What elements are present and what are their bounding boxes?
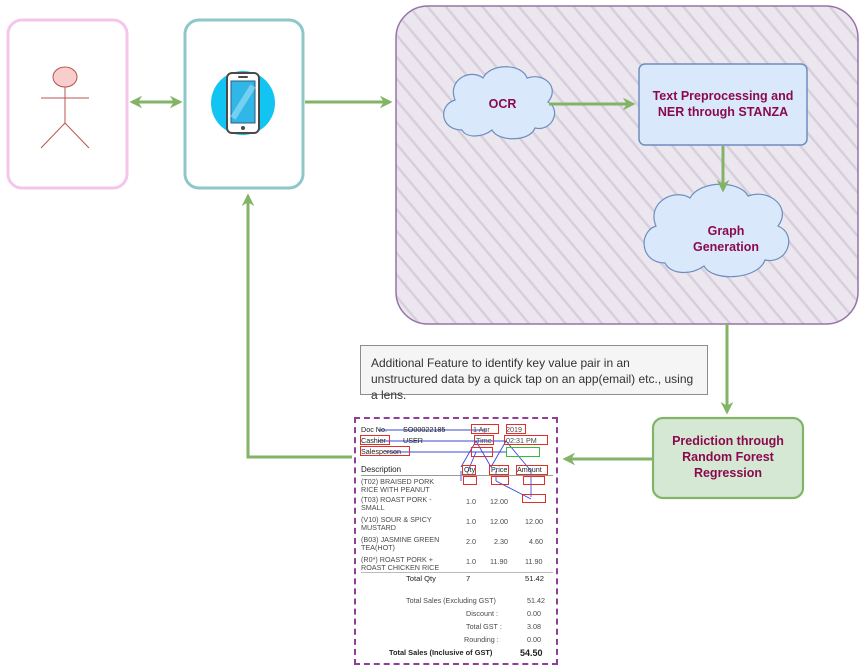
graph-label: Graph Generation [693, 224, 759, 254]
user-box [6, 18, 129, 190]
receipt-summary-value: 0.00 [527, 609, 541, 618]
entity-box [523, 476, 545, 485]
receipt-item-desc: (V10) SOUR & SPICY [361, 515, 432, 524]
receipt-summary-label: Rounding : [464, 635, 499, 644]
receipt-grand-total-label: Total Sales (Inclusive of GST) [389, 648, 493, 657]
additional-feature-note: Additional Feature to identify key value… [360, 345, 708, 402]
entity-box [463, 476, 477, 485]
receipt-item-amount: 12.00 [525, 517, 543, 526]
entity-box [471, 447, 493, 457]
receipt-item-desc: MUSTARD [361, 523, 397, 532]
receipt-grand-total-value: 54.50 [520, 648, 543, 658]
receipt-item-desc: (T02) BRAISED PORK [361, 477, 435, 486]
receipt-item-desc: SMALL [361, 503, 385, 512]
receipt-col-description: Description [361, 465, 402, 474]
receipt-date-b: 2019 [506, 425, 522, 434]
entity-box [504, 435, 548, 445]
entity-box [491, 476, 509, 485]
stick-figure-icon [40, 66, 90, 149]
receipt-item-qty: 1.0 [466, 557, 476, 566]
processing-container [395, 5, 859, 325]
ocr-cloud [443, 66, 556, 140]
receipt-summary-value: 51.42 [527, 596, 545, 605]
receipt-date-a: 1 Apr [473, 425, 490, 434]
receipt-summary-value: 3.08 [527, 622, 541, 631]
entity-box [506, 424, 526, 434]
graph-cloud [643, 183, 790, 278]
receipt-item-price: 12.00 [490, 517, 508, 526]
entity-box [360, 446, 410, 456]
receipt-item-price: 2.30 [494, 537, 508, 546]
preprocess-box [638, 63, 808, 146]
prediction-box [651, 416, 805, 500]
receipt-time-a: Time [476, 436, 492, 445]
receipt-rule [361, 572, 553, 573]
receipt-time-b: 02:31 PM [506, 436, 537, 445]
receipt-summary-label: Total GST : [466, 622, 502, 631]
preprocess-label: Text Preprocessing and NER through STANZ… [652, 89, 794, 119]
receipt-summary-label: Discount : [466, 609, 498, 618]
receipt-item-desc: (R0*) ROAST PORK + [361, 555, 433, 564]
receipt-item-qty: 2.0 [466, 537, 476, 546]
entity-box [462, 465, 476, 475]
receipt-item-desc: (B03) JASMINE GREEN [361, 535, 440, 544]
receipt-docno-label: Doc No. [361, 425, 387, 434]
receipt-subtotal-value: 51.42 [525, 574, 545, 583]
receipt-summary-label: Total Sales (Excluding GST) [406, 596, 496, 605]
receipt-total-qty-value: 7 [466, 574, 471, 583]
receipt-total-qty-label: Total Qty [406, 574, 436, 583]
receipt-col-qty: Qty [464, 465, 476, 474]
receipt-item-price: 11.90 [490, 557, 508, 566]
smartphone-icon [211, 71, 275, 135]
receipt-summary-value: 0.00 [527, 635, 541, 644]
entity-box [516, 465, 548, 475]
receipt-item-amount: 4.60 [529, 537, 543, 546]
receipt-salesperson-label: Salesperson [361, 447, 401, 456]
receipt-docno-value: SO00022185 [403, 425, 446, 434]
receipt-item-qty: 1.0 [466, 497, 476, 506]
receipt-item-desc: ROAST CHICKEN RICE [361, 563, 440, 572]
arrow-receipt-phone [241, 193, 352, 459]
prediction-label: Prediction through Random Forest Regress… [672, 434, 784, 480]
entity-box [522, 494, 546, 503]
receipt-col-amount: Amount [517, 465, 542, 474]
entity-box [471, 424, 499, 434]
receipt-col-price: Price [491, 465, 508, 474]
receipt-item-desc: RICE WITH PEANUT [361, 485, 430, 494]
receipt-item-amount: 11.90 [525, 557, 543, 566]
entity-box-green [506, 447, 540, 457]
receipt-item-desc: (T03) ROAST PORK - [361, 495, 432, 504]
ocr-label: OCR [488, 97, 517, 111]
receipt-cashier-label: Cashier [361, 436, 386, 445]
entity-box [489, 465, 509, 475]
entity-box [360, 435, 390, 445]
entity-box [474, 435, 494, 445]
receipt-rule [361, 475, 553, 476]
receipt-item-qty: 1.0 [466, 517, 476, 526]
receipt-image: Doc No. SO00022185 Cashier USER Salesper… [354, 417, 558, 665]
receipt-item-price: 12.00 [490, 497, 508, 506]
receipt-item-desc: TEA(HOT) [361, 543, 395, 552]
receipt-cashier-value: USER [403, 436, 423, 445]
